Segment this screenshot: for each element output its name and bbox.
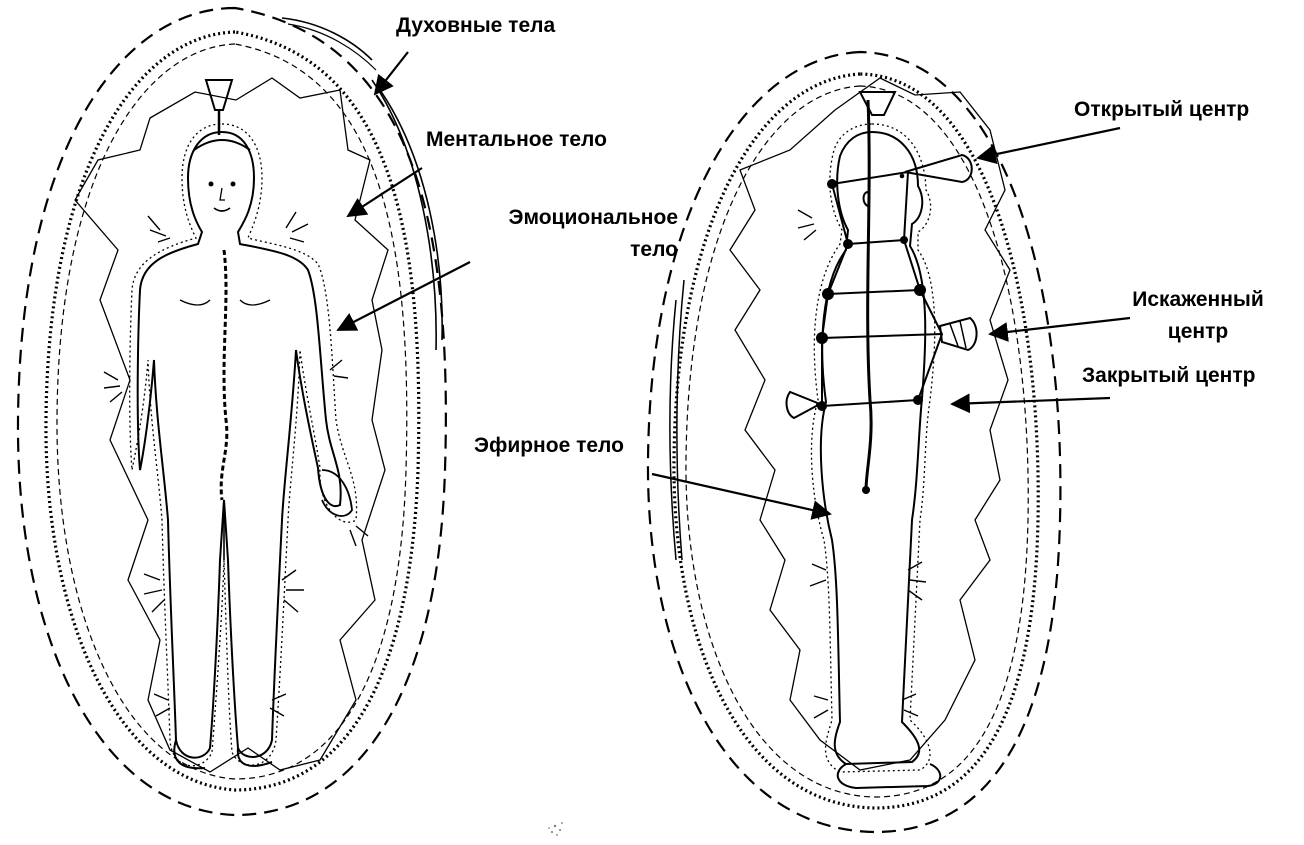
label-distorted-center-line1: Искаженный — [1110, 288, 1286, 312]
label-spiritual-bodies: Духовные тела — [396, 14, 555, 38]
left-spiritual-body-outline — [18, 8, 446, 815]
label-closed-center: Закрытый центр — [1082, 364, 1255, 388]
label-open-center: Открытый центр — [1074, 98, 1249, 122]
callout-arrows — [338, 52, 1130, 514]
left-emotional-body-outline — [130, 124, 357, 766]
arrow-distorted-center — [990, 318, 1130, 334]
right-figure — [648, 52, 1060, 832]
label-emotional-body-line2: тело — [440, 238, 678, 262]
right-spiritual-body-outline — [648, 52, 1060, 832]
left-body-outline — [138, 132, 341, 758]
left-figure — [18, 8, 446, 815]
label-etheric-body: Эфирное тело — [474, 434, 624, 458]
arrow-spiritual-bodies — [375, 52, 408, 94]
label-mental-body: Ментальное тело — [426, 128, 607, 152]
arrow-open-center — [978, 128, 1120, 158]
right-body-outline — [821, 132, 925, 764]
arrow-emotional-body — [338, 262, 470, 330]
arrow-closed-center — [952, 398, 1110, 404]
label-emotional-body-line1: Эмоциональное — [440, 206, 678, 230]
label-distorted-center-line2: центр — [1110, 320, 1286, 344]
speck-mark — [548, 822, 563, 836]
arrow-mental-body — [348, 168, 422, 216]
